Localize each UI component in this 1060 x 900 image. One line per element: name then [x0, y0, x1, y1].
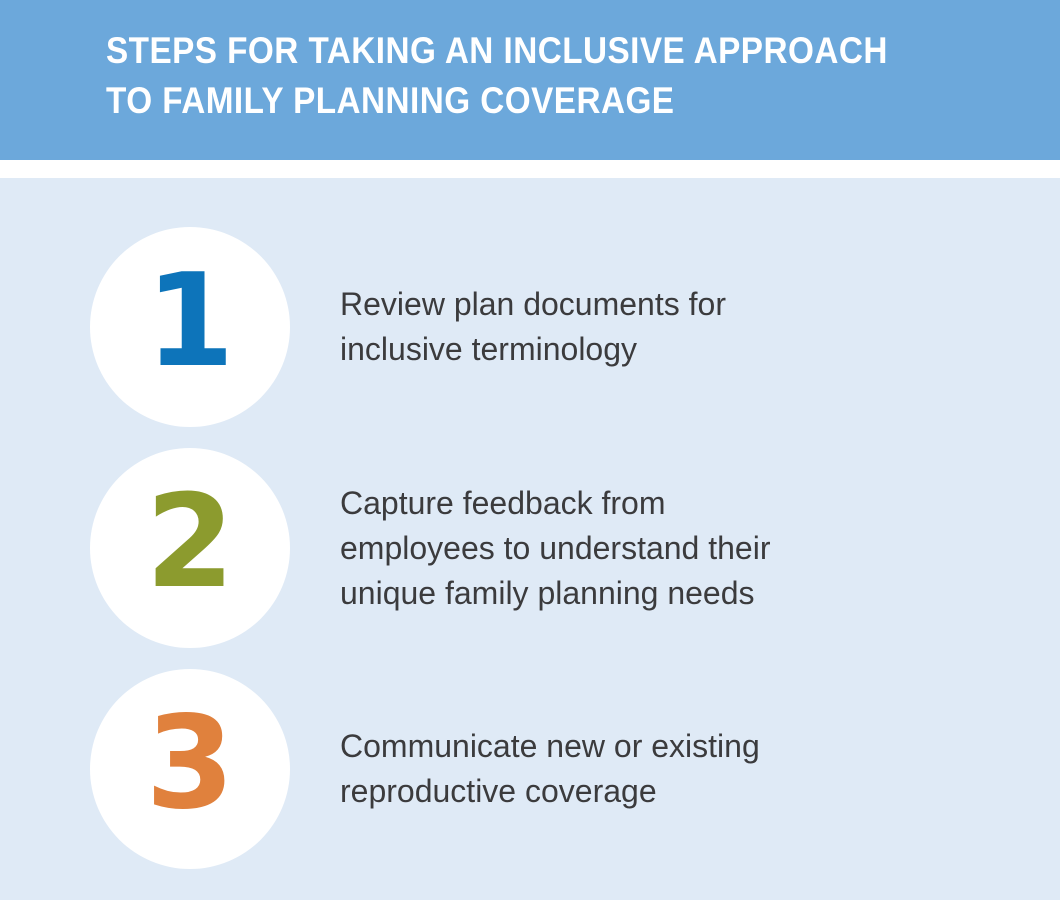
- step-2-circle: 2: [90, 448, 290, 648]
- step-2-number: 2: [145, 468, 235, 617]
- step-1-line-1: Review plan documents for: [340, 286, 726, 322]
- step-1-description: Review plan documents for inclusive term…: [340, 282, 726, 372]
- step-3-description: Communicate new or existing reproductive…: [340, 724, 760, 814]
- page-title-line-2: TO FAMILY PLANNING COVERAGE: [106, 80, 675, 121]
- step-3-circle: 3: [90, 669, 290, 869]
- step-1-number: 1: [145, 247, 235, 396]
- step-2-line-1: Capture feedback from: [340, 484, 666, 521]
- step-3-number: 3: [145, 689, 235, 838]
- step-2-description: Capture feedback from employees to under…: [340, 481, 770, 616]
- separator-strip: [0, 160, 1060, 178]
- step-1-circle: 1: [90, 227, 290, 427]
- steps-panel: 1 Review plan documents for inclusive te…: [0, 178, 1060, 900]
- step-2-line-3: unique family planning needs: [340, 574, 755, 611]
- step-3-line-1: Communicate new or existing: [340, 728, 760, 764]
- step-row-3: 3 Communicate new or existing reproducti…: [90, 669, 1020, 869]
- step-1-line-2: inclusive terminology: [340, 331, 638, 367]
- page-title-line-1: STEPS FOR TAKING AN INCLUSIVE APPROACH: [106, 30, 888, 71]
- step-row-1: 1 Review plan documents for inclusive te…: [90, 227, 1020, 427]
- step-row-2: 2 Capture feedback from employees to und…: [90, 448, 1020, 648]
- header-band: STEPS FOR TAKING AN INCLUSIVE APPROACH T…: [0, 0, 1060, 160]
- step-2-line-2: employees to understand their: [340, 529, 771, 566]
- step-3-line-2: reproductive coverage: [340, 773, 657, 809]
